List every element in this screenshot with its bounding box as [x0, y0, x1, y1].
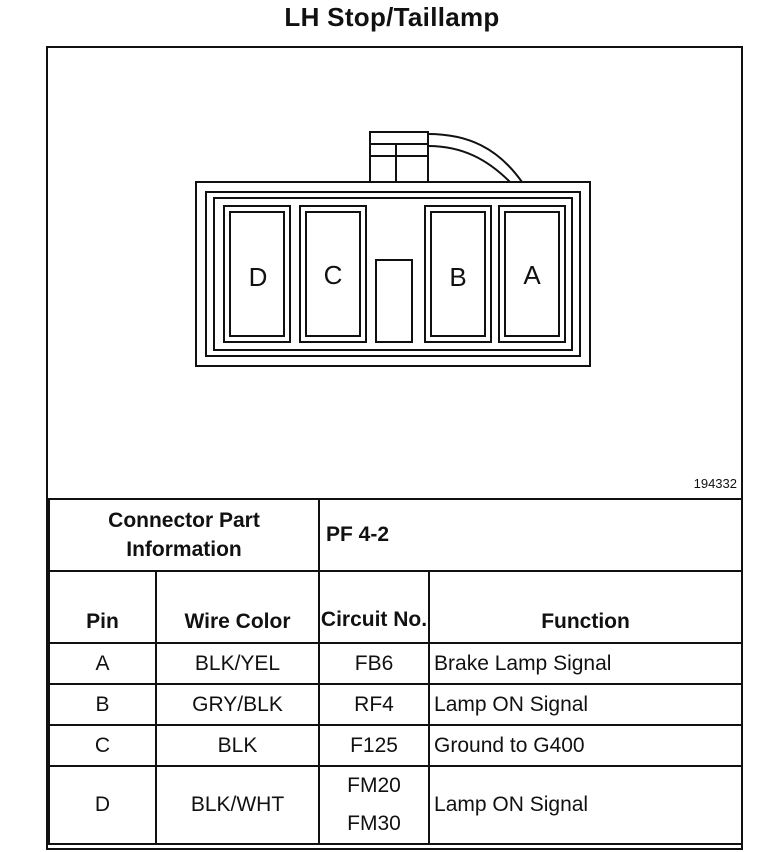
part-info-value: PF 4-2: [318, 498, 744, 572]
row-d-function: Lamp ON Signal: [428, 765, 744, 845]
row-d-wire-color: BLK/WHT: [154, 765, 321, 845]
header-wire-color: Wire Color: [154, 570, 321, 644]
table-row: A BLK/YEL FB6 Brake Lamp Signal: [48, 642, 744, 685]
row-d-circuit-2: FM30: [347, 812, 401, 835]
cavity-b-inner: [430, 211, 486, 337]
row-c-wire-color: BLK: [154, 724, 321, 767]
pin-label-b: B: [449, 262, 467, 292]
diagram-title: LH Stop/Taillamp: [284, 2, 500, 32]
row-b-function: Lamp ON Signal: [428, 683, 744, 726]
row-c-pin: C: [48, 724, 157, 767]
connector-diagram: D C B A: [48, 48, 741, 498]
row-d-circuit: FM20 FM30: [318, 765, 431, 845]
table-row: C BLK F125 Ground to G400: [48, 724, 744, 767]
row-c-function: Ground to G400: [428, 724, 744, 767]
header-pin: Pin: [48, 570, 157, 644]
center-key: [375, 259, 413, 343]
table-row: D BLK/WHT FM20 FM30 Lamp ON Signal: [48, 765, 744, 845]
row-a-wire-color: BLK/YEL: [154, 642, 321, 685]
connector-frame: D C B A 194332 Connector Part Informatio…: [46, 46, 744, 850]
row-a-pin: A: [48, 642, 157, 685]
row-b-circuit: RF4: [318, 683, 431, 726]
row-b-pin: B: [48, 683, 157, 726]
row-a-function: Brake Lamp Signal: [428, 642, 744, 685]
header-row: Pin Wire Color Circuit No. Function: [48, 570, 744, 644]
connector-table: Connector Part Information PF 4-2 Pin Wi…: [47, 498, 744, 845]
row-c-circuit: F125: [318, 724, 431, 767]
pin-label-d: D: [248, 262, 268, 292]
cavity-c-inner: [305, 211, 361, 337]
pin-label-c: C: [323, 260, 343, 290]
cavity-a-inner: [504, 211, 560, 337]
part-info-row: Connector Part Information PF 4-2: [47, 498, 744, 572]
row-d-circuit-1: FM20: [347, 774, 401, 797]
connector-latch: [369, 131, 523, 183]
row-b-wire-color: GRY/BLK: [154, 683, 321, 726]
connector-drawing: [195, 131, 591, 367]
figure-number: 194332: [693, 476, 737, 491]
cavity-d-inner: [229, 211, 285, 337]
row-a-circuit: FB6: [318, 642, 431, 685]
pin-label-a: A: [523, 260, 541, 290]
header-function: Function: [428, 570, 744, 644]
row-d-pin: D: [48, 765, 157, 845]
part-info-label: Connector Part Information: [47, 498, 321, 572]
header-circuit: Circuit No.: [318, 570, 431, 644]
table-row: B GRY/BLK RF4 Lamp ON Signal: [48, 683, 744, 726]
